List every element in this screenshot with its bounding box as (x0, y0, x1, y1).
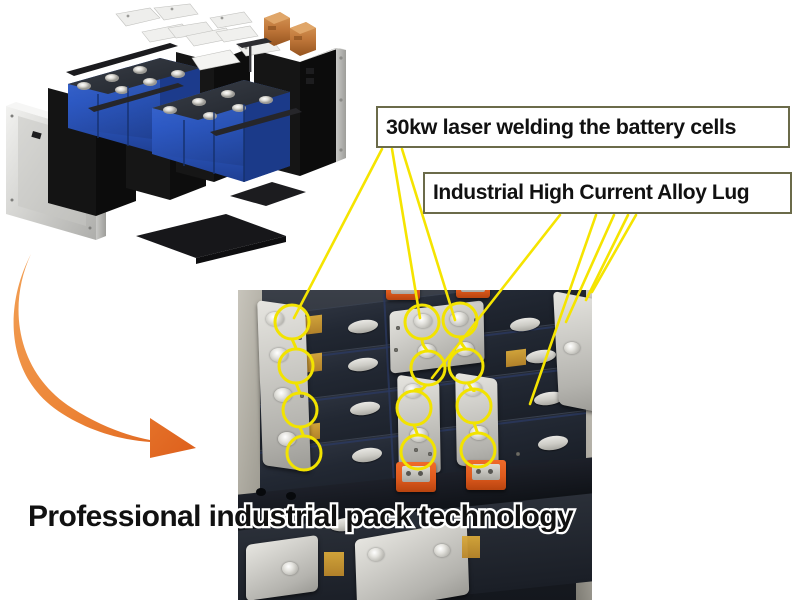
battery-module-photo (238, 290, 592, 600)
copper-lug (264, 12, 316, 56)
laser-weld-spot (281, 391, 319, 429)
steel-bracket-bar (210, 108, 302, 136)
callout-laser-welding[interactable]: 30kw laser welding the battery cells (376, 106, 790, 148)
laser-weld-annotation-overlay (273, 301, 497, 472)
laser-weld-spot (459, 431, 497, 469)
steel-bracket-bar (66, 43, 178, 76)
steel-bracket-bar (88, 83, 184, 112)
cell-top-cover (152, 80, 290, 120)
callout-alloy-lug-text: Industrial High Current Alloy Lug (433, 181, 750, 204)
headline-text: Professional industrial pack technology (26, 498, 576, 536)
laser-weld-spot (285, 434, 323, 472)
terminal-connector (236, 38, 272, 72)
laser-weld-spot (399, 433, 437, 471)
yellow-insulation-tape (324, 552, 344, 576)
laser-weld-spot (441, 301, 479, 339)
laser-weld-spot (447, 347, 485, 385)
cell-terminal (163, 90, 273, 120)
laser-weld-spot (403, 303, 441, 341)
steel-bracket-bar (136, 182, 306, 264)
laser-weld-spot (277, 347, 315, 385)
busbar-plate (115, 3, 281, 71)
prismatic-cell (152, 80, 302, 182)
curved-flow-arrow (13, 254, 197, 458)
laser-weld-spot (409, 349, 447, 387)
exploded-battery-pack-render (6, 3, 346, 264)
cell-terminal (77, 66, 185, 94)
orange-terminal-cover (396, 462, 436, 492)
cell-top-cover (68, 58, 200, 94)
callout-laser-welding-text: 30kw laser welding the battery cells (386, 114, 737, 139)
laser-weld-spot (395, 389, 433, 427)
orange-terminal-cover (466, 460, 506, 490)
laser-weld-spot (455, 387, 493, 425)
laser-weld-spot (273, 303, 311, 341)
yellow-insulation-tape (462, 536, 480, 558)
callout-alloy-lug[interactable]: Industrial High Current Alloy Lug (423, 172, 792, 214)
